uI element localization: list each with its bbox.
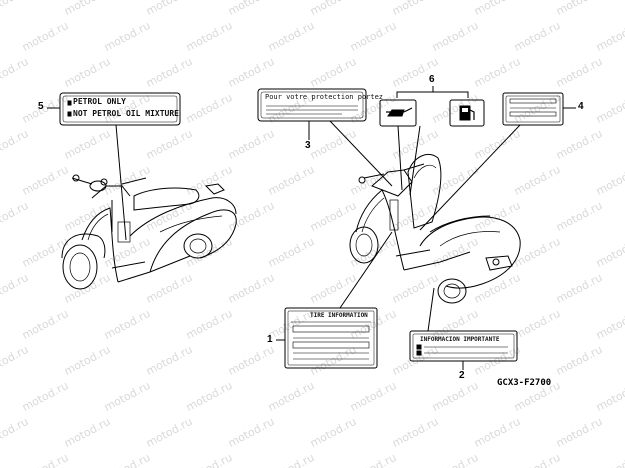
protection-label-3 [257, 88, 393, 187]
diagram-code: GCX3-F2700 [497, 378, 552, 388]
callout-6: 6 [429, 74, 435, 85]
right-scooter-drawing [349, 154, 521, 304]
label-4 [419, 92, 576, 231]
tire-label-text: TIRE INFORMATION [310, 312, 368, 319]
info-label-text: INFORMACION IMPORTANTE [420, 336, 500, 343]
callout-1: 1 [267, 334, 273, 345]
icon-labels-6 [379, 86, 485, 196]
protection-label-text: Pour votre protection portez [265, 93, 384, 101]
fuel-label-line2: NOT PETROL OIL MIXTURE [73, 109, 179, 118]
fuel-label-5 [47, 92, 181, 241]
callout-5: 5 [38, 101, 44, 112]
oil-can-icon [386, 107, 413, 117]
tire-label-1 [276, 231, 393, 369]
fuel-label-line1: PETROL ONLY [73, 97, 126, 106]
callout-3: 3 [305, 140, 311, 151]
callout-2: 2 [459, 370, 465, 381]
fuel-pump-icon [459, 105, 475, 121]
info-label-2 [409, 287, 518, 370]
callout-4: 4 [578, 101, 584, 112]
left-scooter-drawing [61, 174, 237, 290]
